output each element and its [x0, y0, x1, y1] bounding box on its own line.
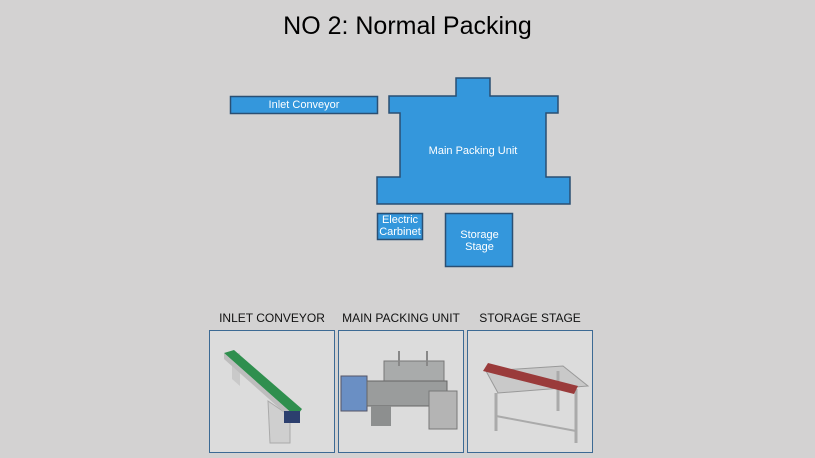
main-packing-unit-block: [376, 77, 571, 205]
main-packing-unit-photo: [338, 330, 464, 453]
label-line: Stage: [465, 241, 494, 253]
label-line: Storage: [460, 229, 499, 241]
label-line: Electric: [381, 214, 419, 226]
inlet-conveyor-block: [229, 95, 379, 115]
electric-cabinet-block: [376, 212, 424, 241]
storage-stage-block: [444, 212, 514, 268]
label-line: Carbinet: [379, 226, 421, 238]
photo-caption-storage-stage: STORAGE STAGE: [479, 311, 581, 325]
photo-caption-main-packing-unit: MAIN PACKING UNIT: [342, 311, 460, 325]
inlet-conveyor-label: Inlet Conveyor: [268, 99, 340, 111]
storage-stage-photo: [467, 330, 593, 453]
photo-caption-inlet-conveyor: INLET CONVEYOR: [219, 311, 325, 325]
main-packing-unit-label: Main Packing Unit: [428, 145, 518, 157]
inlet-conveyor-photo: [209, 330, 335, 453]
page-title: NO 2: Normal Packing: [283, 12, 532, 40]
